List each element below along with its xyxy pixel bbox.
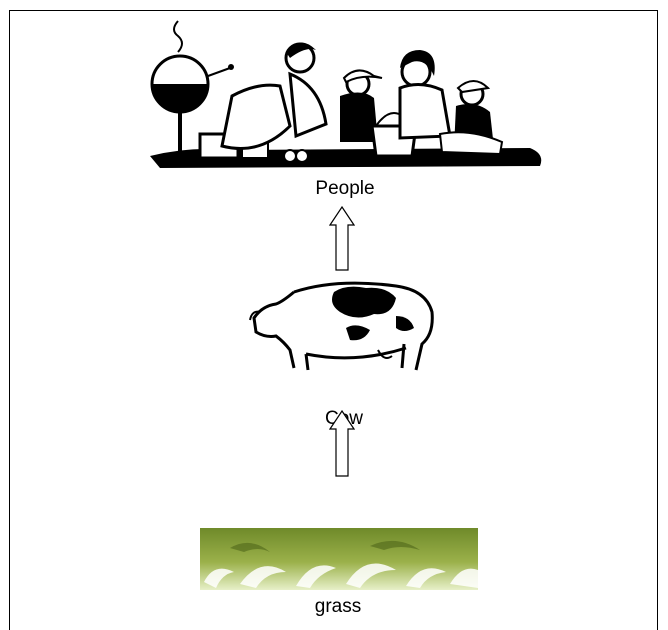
node-label-people: People — [295, 178, 395, 200]
arrow-cow-to-people — [329, 206, 355, 272]
node-label-grass: grass — [288, 596, 388, 618]
arrow-grass-to-cow — [329, 410, 355, 478]
cow-icon — [246, 272, 440, 372]
grass-icon — [200, 528, 478, 590]
picnic-people-icon — [150, 16, 550, 172]
